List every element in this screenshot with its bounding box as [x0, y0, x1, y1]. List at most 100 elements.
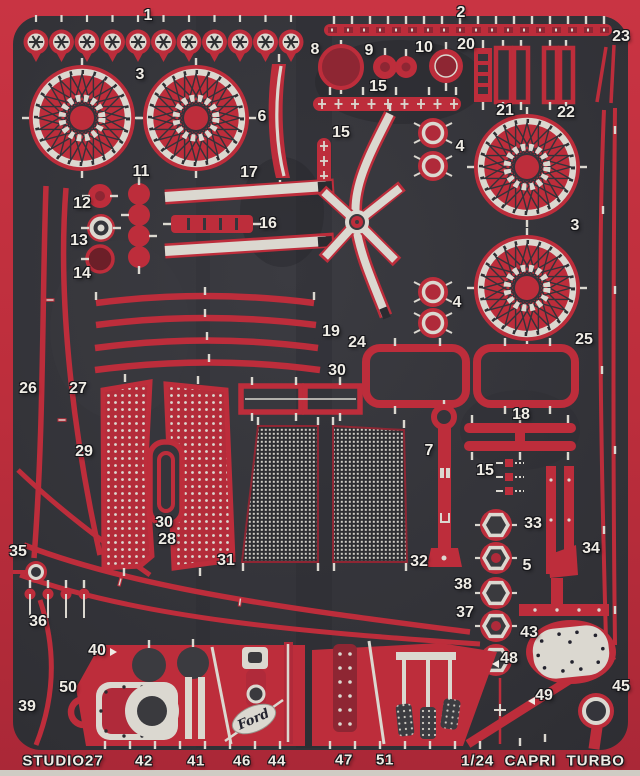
part-label-22: 22 [557, 104, 575, 121]
part-label-32: 32 [410, 553, 428, 570]
scale-title-text: 1/24 CAPRI TURBO [461, 752, 625, 770]
part-label-16: 16 [259, 215, 277, 232]
part-label-37: 37 [456, 604, 474, 621]
part-label-49: 49 [535, 687, 553, 704]
part-label-42: 42 [135, 752, 153, 770]
part7-lever [427, 400, 462, 567]
part-label-35: 35 [9, 543, 27, 560]
part12-round [82, 184, 118, 208]
part35-ring [13, 561, 47, 583]
part32-mesh-grille [331, 417, 409, 571]
part-label-31: 31 [217, 552, 235, 569]
part-label-5: 5 [522, 557, 532, 574]
part15-link-strip-vertical [317, 138, 331, 190]
part-label-50: 50 [59, 679, 77, 696]
part15-link-strip-horizontal [313, 87, 461, 111]
part-label-25: 25 [575, 331, 593, 348]
cockpit-panel-right [312, 640, 497, 746]
part-label-47: 47 [335, 751, 353, 769]
part-label-33: 33 [524, 515, 542, 532]
part31-mesh-grille [240, 417, 320, 571]
part13-grommet [81, 214, 121, 242]
part-label-28: 28 [158, 531, 176, 548]
part-label-14: 14 [73, 265, 91, 282]
part6-blade [268, 54, 290, 188]
part15-small-fasteners [496, 459, 524, 495]
pointer-arrow [528, 697, 535, 705]
part16-segmented-strip [163, 215, 261, 233]
part-label-15: 15 [476, 462, 494, 479]
part-label-23: 23 [612, 28, 630, 45]
part9-disc [373, 48, 397, 79]
part-label-48: 48 [500, 650, 518, 667]
part44-strip [284, 642, 293, 744]
part-label-18: 18 [512, 406, 530, 423]
part51-pedals [395, 652, 461, 739]
part41-bar [198, 677, 205, 739]
pointer-arrow [110, 648, 117, 656]
part-label-51: 51 [376, 751, 394, 769]
part-label-38: 38 [454, 576, 472, 593]
part-label-12: 12 [73, 195, 91, 212]
part-label-3: 3 [135, 66, 145, 83]
part-label-11: 11 [132, 163, 150, 180]
cockpit-panel-left: Ford [76, 639, 305, 746]
part-label-34: 34 [582, 540, 600, 557]
part43-oval-plate [526, 620, 616, 684]
part30-rect-frames [238, 377, 363, 421]
part-label-30: 30 [155, 514, 173, 531]
part23-edge-strips [595, 44, 617, 646]
part11-round-column [121, 177, 157, 274]
part-label-36: 36 [29, 613, 47, 630]
slot-frame-part [147, 439, 185, 527]
part14-dark-round [81, 244, 115, 274]
part-label-26: 26 [19, 380, 37, 397]
part34-strips [546, 466, 578, 578]
part-label-20: 20 [457, 36, 475, 53]
part-label-21: 21 [496, 102, 514, 119]
part18-bracket [464, 415, 576, 460]
part-label-40: 40 [88, 642, 106, 659]
part-label-1: 1 [143, 7, 153, 24]
part-label-2: 2 [456, 4, 466, 21]
part41-bar [185, 677, 192, 739]
part-label-41: 41 [187, 752, 205, 770]
seat-belt-harness [317, 103, 406, 320]
part42-cover-plate [96, 682, 179, 740]
part46-fob [242, 647, 268, 707]
part20-ring [429, 42, 463, 91]
part10-disc [395, 49, 417, 78]
brand-text: STUDIO27 [22, 752, 104, 770]
part36-pins [24, 580, 90, 618]
part-label-19: 19 [322, 323, 340, 340]
part-label-6: 6 [257, 108, 267, 125]
part-label-27: 27 [69, 380, 87, 397]
part-label-44: 44 [268, 752, 286, 770]
part-label-30: 30 [328, 362, 346, 379]
part-label-17: 17 [240, 164, 258, 181]
part-label-10: 10 [415, 39, 433, 56]
alignment-cross [494, 678, 506, 744]
part19-curved-blades [94, 292, 321, 374]
part17-belt-straps [164, 178, 335, 259]
part24-window-frame [362, 338, 470, 414]
part-label-46: 46 [233, 752, 251, 770]
part-label-9: 9 [364, 42, 374, 59]
part45-ring [578, 693, 614, 750]
scan-edge-strip [0, 770, 640, 776]
part-label-15: 15 [332, 124, 350, 141]
part-label-8: 8 [310, 41, 320, 58]
part-label-24: 24 [348, 334, 366, 351]
part-label-4: 4 [455, 138, 465, 155]
part-label-45: 45 [612, 678, 630, 695]
part-label-43: 43 [520, 624, 538, 641]
part-label-3: 3 [570, 217, 580, 234]
part2-chain-strip [324, 16, 612, 36]
part47-ladder-strip [333, 644, 357, 732]
pointer-arrow [492, 660, 499, 668]
part8-disc [318, 40, 364, 94]
part-label-39: 39 [18, 698, 36, 715]
part-label-4: 4 [452, 294, 462, 311]
